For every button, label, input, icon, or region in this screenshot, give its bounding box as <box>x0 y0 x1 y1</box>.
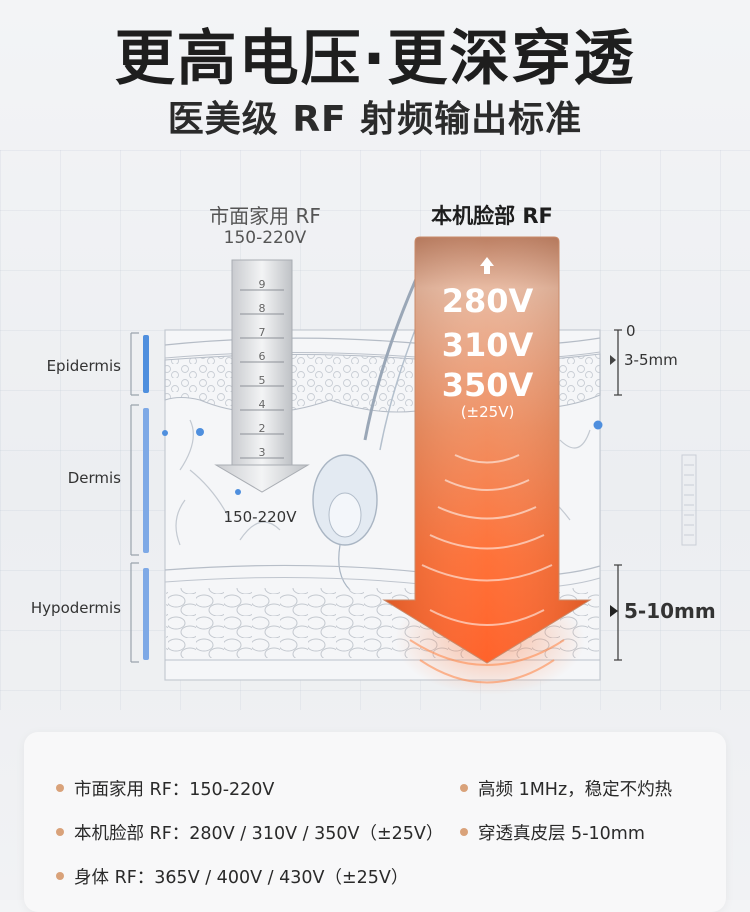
bullet-icon <box>460 828 468 836</box>
skin-diagram: Epidermis Dermis Hypodermis 0 3-5mm 5-10… <box>31 236 716 695</box>
device-rf-label: 本机脸部 RF <box>431 204 553 228</box>
home-arrow-bottom-label: 150-220V <box>223 508 297 526</box>
spec-item: 穿透真皮层 5-10mm <box>460 820 645 845</box>
home-rf-range: 150-220V <box>223 228 307 248</box>
layer-label-epidermis: Epidermis <box>47 357 122 375</box>
device-voltage-1: 280V <box>441 282 534 320</box>
layer-label-hypodermis: Hypodermis <box>31 599 121 617</box>
home-arrow-tick: 2 <box>259 422 266 435</box>
home-arrow-tick: 7 <box>259 326 266 339</box>
bullet-icon <box>56 828 64 836</box>
spec-panel <box>24 732 726 912</box>
page-title: 更高电压·更深穿透 <box>114 24 636 94</box>
hair-follicle <box>312 269 441 591</box>
device-rf-arrow <box>382 236 592 695</box>
spec-item: 身体 RF：365V / 400V / 430V（±25V） <box>56 864 408 889</box>
bullet-icon <box>460 784 468 792</box>
home-rf-arrow <box>214 259 310 493</box>
home-arrow-tick: 3 <box>259 446 266 459</box>
depth-zero: 0 <box>626 322 636 340</box>
bullet-icon <box>56 784 64 792</box>
spec-item: 高频 1MHz，稳定不灼热 <box>460 776 672 801</box>
layer-ruler <box>130 332 603 663</box>
page-subtitle: 医美级 RF 射频输出标准 <box>167 99 583 140</box>
spec-item: 本机脸部 RF：280V / 310V / 350V（±25V） <box>56 820 443 845</box>
home-arrow-tick: 8 <box>259 302 266 315</box>
bullet-icon <box>56 872 64 880</box>
home-rf-label: 市面家用 RF <box>209 204 321 228</box>
depth-epidermis: 3-5mm <box>624 351 678 369</box>
home-arrow-tick: 6 <box>259 350 266 363</box>
device-voltage-3: 350V <box>441 366 534 404</box>
home-arrow-tick: 9 <box>259 278 266 291</box>
device-voltage-2: 310V <box>441 326 534 364</box>
home-arrow-tick: 4 <box>259 398 266 411</box>
depth-scale <box>610 329 697 661</box>
device-voltage-tolerance: (±25V) <box>460 403 515 421</box>
home-arrow-tick: 5 <box>259 374 266 387</box>
layer-label-dermis: Dermis <box>68 469 121 487</box>
depth-deep: 5-10mm <box>624 599 716 623</box>
spec-item: 市面家用 RF：150-220V <box>56 776 274 801</box>
